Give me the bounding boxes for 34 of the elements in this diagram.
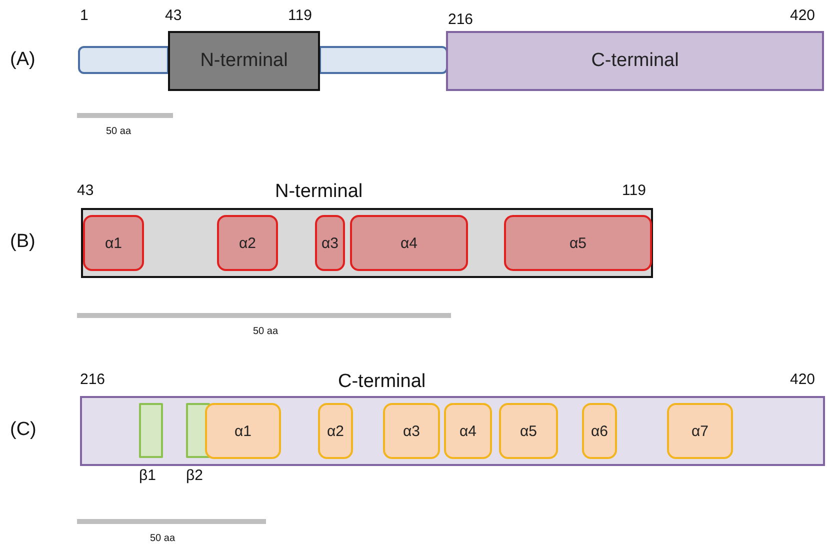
helix-box: α4: [350, 215, 468, 271]
residue-number: 43: [77, 183, 94, 198]
domain-box: N-terminal: [168, 31, 320, 91]
residue-number: 119: [622, 183, 646, 198]
helix-box: α2: [318, 403, 353, 459]
helix-box: α6: [582, 403, 617, 459]
helix-box: α4: [444, 403, 492, 459]
residue-number: 43: [165, 8, 182, 23]
panel-label: (B): [10, 232, 36, 251]
panel-label: (C): [10, 420, 36, 439]
helix-box: α3: [315, 215, 345, 271]
strand-label: β1: [139, 468, 156, 483]
protein-bar-drawing: [78, 46, 448, 74]
helix-box: α5: [504, 215, 652, 271]
residue-number: 216: [80, 372, 106, 387]
residue-number: 216: [448, 12, 474, 27]
helix-box: α2: [217, 215, 278, 271]
scale-label: 50 aa: [253, 327, 278, 337]
residue-number: 420: [790, 8, 816, 23]
helix-box: α5: [499, 403, 558, 459]
helix-box: α1: [205, 403, 281, 459]
scale-label: 50 aa: [106, 127, 132, 137]
domain-box: C-terminal: [446, 31, 824, 91]
scale-label: 50 aa: [150, 534, 176, 544]
strand-label: β2: [186, 468, 203, 483]
section-heading: C-terminal: [338, 372, 426, 391]
residue-number: 119: [288, 8, 312, 23]
helix-box: α7: [667, 403, 733, 459]
helix-box: α3: [383, 403, 440, 459]
residue-number: 420: [790, 372, 816, 387]
helix-box: α1: [83, 215, 144, 271]
panel-label: (A): [10, 50, 36, 69]
residue-number: 1: [80, 8, 88, 23]
section-heading: N-terminal: [275, 182, 363, 201]
